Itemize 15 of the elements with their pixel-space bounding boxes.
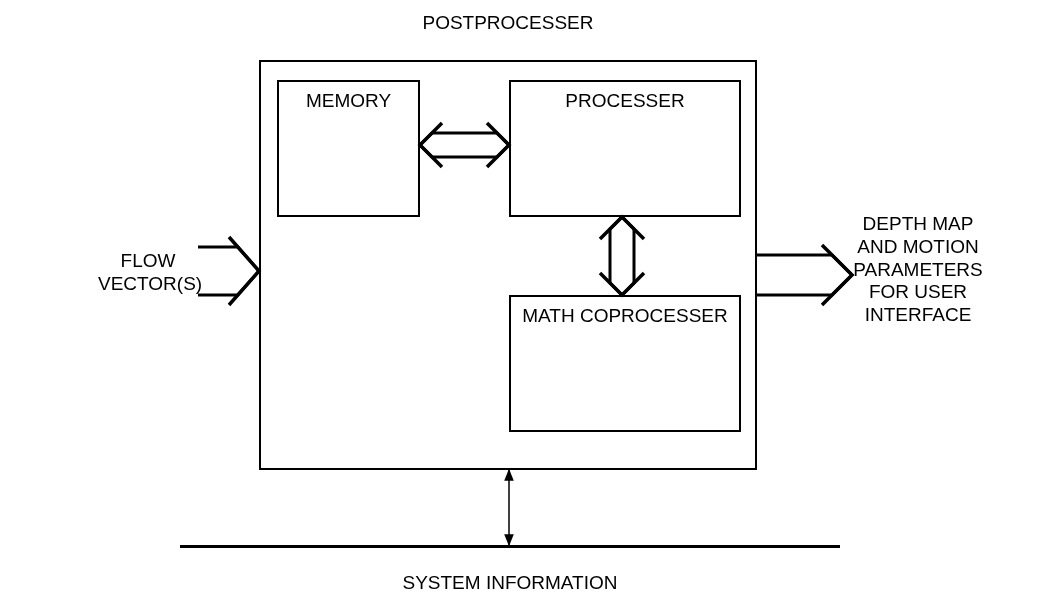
block-title: POSTPROCESSER [421, 12, 595, 35]
block-title: MATH COPROCESSER [521, 305, 729, 328]
arrow [504, 468, 514, 547]
block-box [277, 80, 420, 217]
block-title: PROCESSER [564, 90, 686, 113]
block-box [509, 295, 741, 432]
wide-arrow [196, 235, 261, 307]
bus-line [180, 545, 840, 548]
bus-label: SYSTEM INFORMATION [401, 572, 619, 595]
block-title: MEMORY [304, 90, 393, 113]
wide-arrow [598, 215, 646, 298]
wide-arrow [755, 243, 855, 307]
wide-arrow [418, 121, 512, 169]
label-text: DEPTH MAP AND MOTION PARAMETERS FOR USER INTERFACE [852, 165, 984, 375]
block-box [509, 80, 741, 217]
